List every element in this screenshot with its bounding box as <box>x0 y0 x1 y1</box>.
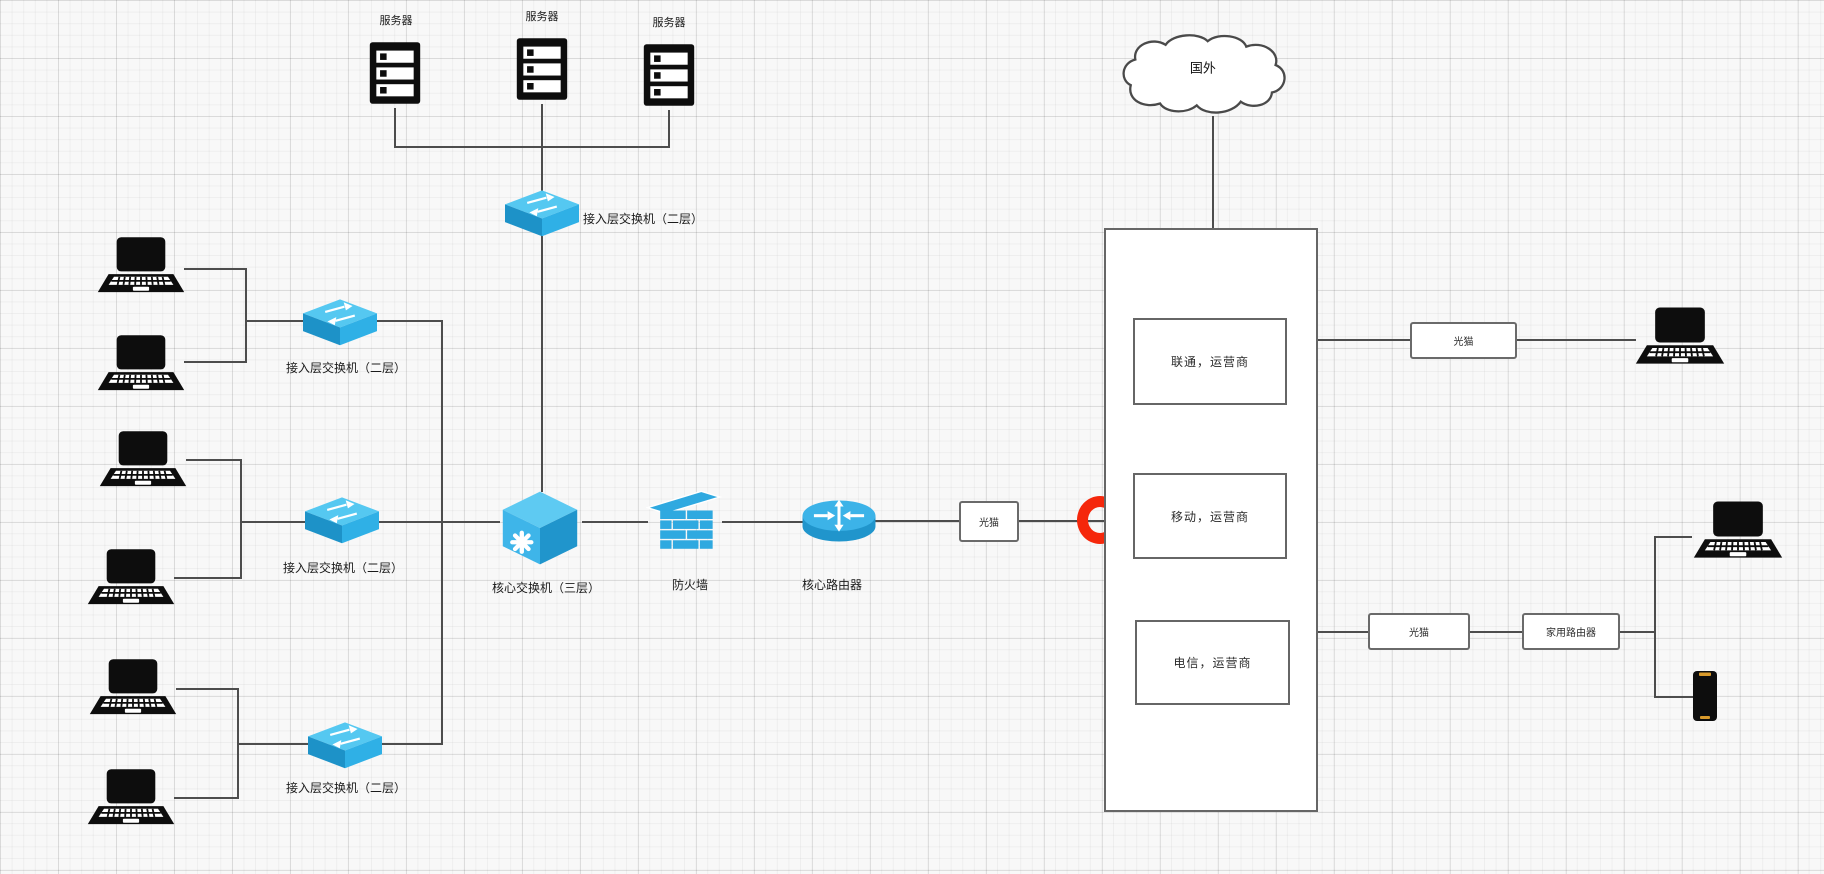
server-rack-icon <box>641 40 697 110</box>
server-rack-icon <box>367 38 423 108</box>
laptop-icon <box>86 768 176 828</box>
modem-box[interactable]: 光猫 <box>959 501 1019 542</box>
laptop-node[interactable] <box>1692 500 1784 562</box>
connector-line <box>1654 696 1694 698</box>
phone-node[interactable] <box>1692 670 1718 722</box>
connector-line <box>875 520 959 522</box>
switch-isometric-icon <box>308 722 382 770</box>
connector-line <box>541 236 543 492</box>
server-node[interactable] <box>367 38 423 108</box>
cloud-node[interactable]: 国外 <box>1114 32 1296 120</box>
core-switch-node[interactable] <box>498 490 582 566</box>
laptop-icon <box>88 658 178 718</box>
connector-line <box>237 743 308 745</box>
connector-line <box>668 110 670 146</box>
isp-unicom-label: 联通，运营商 <box>1170 355 1249 369</box>
connector-line <box>1619 631 1656 633</box>
router-cylinder-icon <box>801 496 877 546</box>
server-node[interactable] <box>514 34 570 104</box>
modem-label: 光猫 <box>1453 337 1474 348</box>
connector-line <box>1654 536 1656 698</box>
connector-line <box>174 797 237 799</box>
firewall-label: 防火墙 <box>671 578 709 592</box>
modem-box[interactable]: 光猫 <box>1410 322 1517 359</box>
server-node[interactable] <box>641 40 697 110</box>
access-switch-node[interactable] <box>303 299 377 347</box>
isp-mobile-label: 移动，运营商 <box>1170 509 1249 524</box>
modem-label: 光猫 <box>1409 628 1429 639</box>
laptop-icon <box>86 548 176 608</box>
laptop-icon <box>96 334 186 394</box>
connector-line <box>186 459 240 461</box>
connector-line <box>1017 520 1104 522</box>
home-router-box[interactable]: 家用路由器 <box>1522 613 1620 650</box>
isp-telecom-label: 电信，运营商 <box>1173 656 1252 670</box>
access-switch-label: 接入层交换机（二层） <box>583 212 704 226</box>
layer3-switch-cube-icon <box>498 490 582 566</box>
connector-line <box>245 268 247 363</box>
connector-line <box>379 521 500 523</box>
laptop-node[interactable] <box>96 236 186 296</box>
core-router-label: 核心路由器 <box>801 578 863 592</box>
connector-line <box>394 146 670 148</box>
core-router-node[interactable] <box>801 496 877 546</box>
modem-box[interactable]: 光猫 <box>1368 613 1470 650</box>
connector-line <box>541 146 543 192</box>
home-router-label: 家用路由器 <box>1546 628 1596 639</box>
access-switch-label: 接入层交换机（二层） <box>285 781 407 795</box>
connector-line <box>176 688 237 690</box>
server-label: 服务器 <box>525 10 559 23</box>
isp-box-unicom[interactable]: 联通，运营商 <box>1133 318 1287 405</box>
connector-line <box>1212 116 1214 228</box>
connector-line <box>1516 339 1636 341</box>
laptop-node[interactable] <box>98 430 188 490</box>
connector-line <box>1317 339 1410 341</box>
access-switch-node[interactable] <box>505 190 579 238</box>
connector-line <box>394 108 396 146</box>
connector-line <box>382 743 443 745</box>
switch-isometric-icon <box>505 190 579 238</box>
smartphone-icon <box>1692 670 1718 722</box>
access-switch-label: 接入层交换机（二层） <box>282 561 404 575</box>
connector-line <box>1469 631 1522 633</box>
cloud-label: 国外 <box>1189 61 1216 77</box>
laptop-node[interactable] <box>88 658 178 718</box>
connector-line <box>722 521 803 523</box>
connector-line <box>582 521 648 523</box>
access-switch-node[interactable] <box>305 497 379 545</box>
access-switch-node[interactable] <box>308 722 382 770</box>
laptop-icon <box>1692 500 1784 562</box>
laptop-node[interactable] <box>86 768 176 828</box>
laptop-node[interactable] <box>86 548 176 608</box>
laptop-node[interactable] <box>96 334 186 394</box>
connector-line <box>1654 536 1692 538</box>
connector-line <box>240 521 305 523</box>
isp-box-telecom[interactable]: 电信，运营商 <box>1135 620 1290 705</box>
firewall-node[interactable] <box>646 486 724 552</box>
laptop-node[interactable] <box>1634 306 1726 368</box>
core-switch-label: 核心交换机（三层） <box>491 581 601 595</box>
laptop-icon <box>96 236 186 296</box>
connector-line <box>184 361 245 363</box>
brick-wall-icon <box>646 486 724 552</box>
server-label: 服务器 <box>652 16 686 29</box>
connector-line <box>377 320 441 322</box>
isp-box-mobile[interactable]: 移动，运营商 <box>1133 473 1287 559</box>
connector-line <box>541 104 543 146</box>
access-switch-label: 接入层交换机（二层） <box>285 361 407 375</box>
laptop-icon <box>98 430 188 490</box>
connector-line <box>174 577 240 579</box>
connector-line <box>240 459 242 579</box>
server-label: 服务器 <box>379 14 413 27</box>
connector-line <box>245 320 305 322</box>
modem-label: 光猫 <box>979 518 999 529</box>
laptop-icon <box>1634 306 1726 368</box>
connector-line <box>184 268 245 270</box>
connector-line <box>1317 631 1368 633</box>
switch-isometric-icon <box>305 497 379 545</box>
connector-line <box>441 320 443 745</box>
server-rack-icon <box>514 34 570 104</box>
switch-isometric-icon <box>303 299 377 347</box>
